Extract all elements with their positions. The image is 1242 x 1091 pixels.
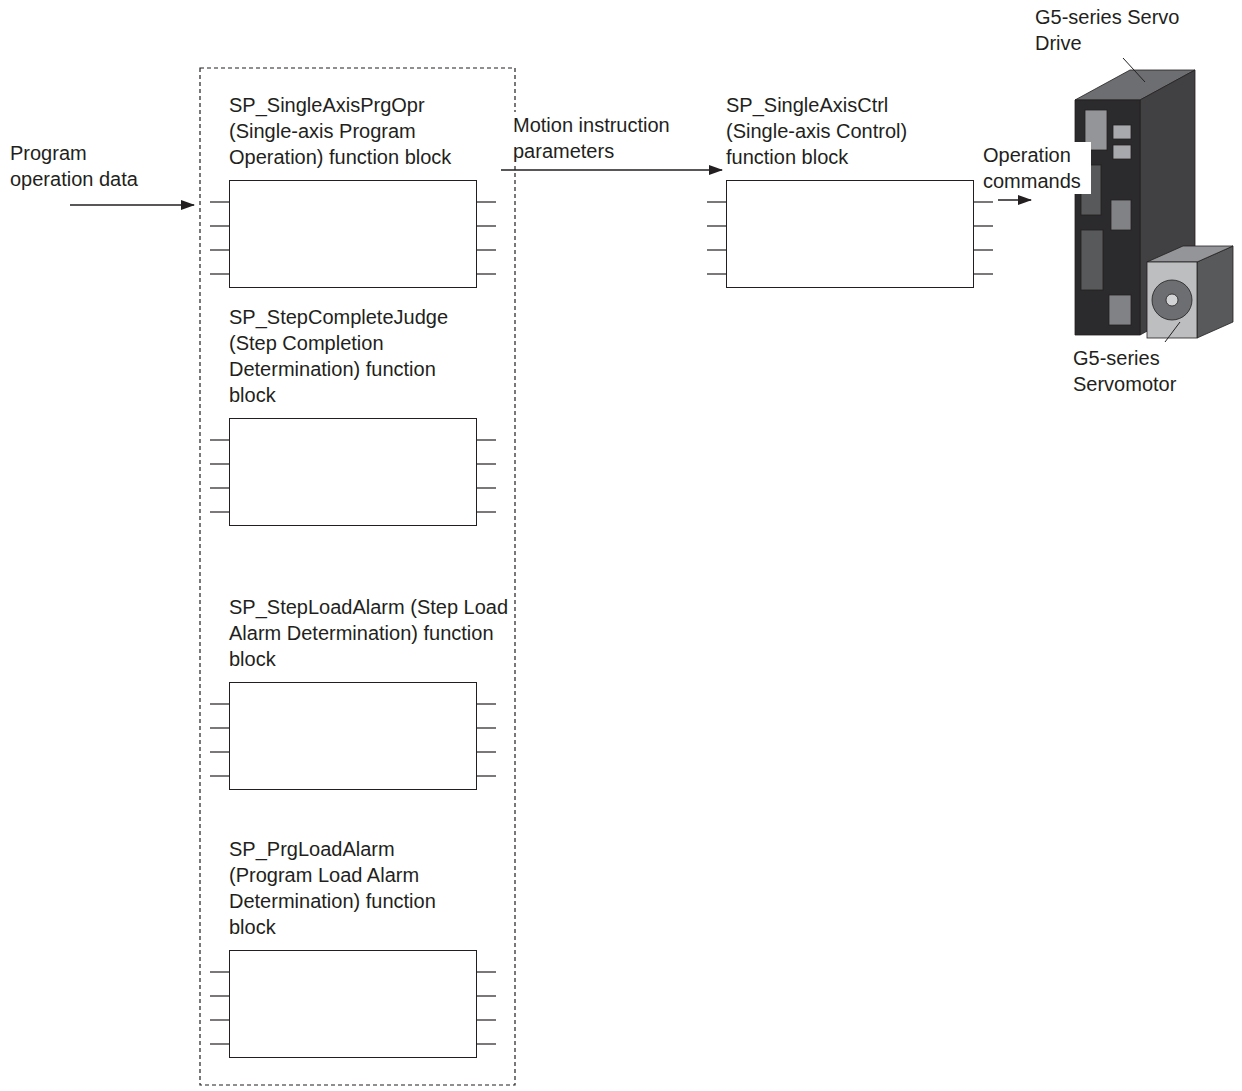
motor-flange bbox=[1147, 262, 1197, 338]
block-heading: SP_SingleAxisCtrl (Single-axis Control) … bbox=[726, 92, 956, 170]
pin-lines bbox=[208, 418, 500, 526]
block-outline bbox=[229, 682, 477, 790]
connector-arrow bbox=[501, 169, 722, 170]
drive-connector bbox=[1111, 200, 1131, 230]
input-pin bbox=[210, 439, 230, 440]
input-arrow bbox=[70, 204, 194, 205]
output-pin bbox=[476, 511, 496, 512]
input-pin bbox=[210, 703, 230, 704]
input-pin bbox=[210, 751, 230, 752]
servo-drawing bbox=[1035, 0, 1240, 400]
function-block: SP_StepCompleteJudge (Step Completion De… bbox=[229, 304, 479, 526]
input-pin bbox=[210, 463, 230, 464]
block-outline bbox=[726, 180, 974, 288]
drive-connector bbox=[1109, 295, 1131, 325]
output-pin bbox=[476, 249, 496, 250]
output-pin bbox=[973, 273, 993, 274]
output-pin bbox=[476, 463, 496, 464]
leader-line bbox=[1165, 322, 1180, 342]
pin-lines bbox=[208, 180, 500, 288]
pin-lines bbox=[208, 682, 500, 790]
output-pin bbox=[476, 995, 496, 996]
input-pin bbox=[210, 273, 230, 274]
block-outline bbox=[229, 950, 477, 1058]
function-block: SP_StepLoadAlarm (Step Load Alarm Determ… bbox=[229, 594, 509, 790]
edge-label: Motion instruction parameters bbox=[513, 112, 713, 164]
output-pin bbox=[476, 273, 496, 274]
output-pin bbox=[476, 751, 496, 752]
output-pin bbox=[476, 703, 496, 704]
output-pin bbox=[476, 1019, 496, 1020]
output-pin bbox=[476, 775, 496, 776]
block-heading: SP_PrgLoadAlarm (Program Load Alarm Dete… bbox=[229, 836, 459, 940]
output-pin bbox=[476, 727, 496, 728]
drive-port bbox=[1113, 125, 1131, 139]
input-pin bbox=[210, 201, 230, 202]
pin-lines bbox=[208, 950, 500, 1058]
input-pin bbox=[210, 995, 230, 996]
motor-top bbox=[1147, 246, 1233, 262]
drive-connector bbox=[1081, 230, 1103, 290]
output-pin bbox=[476, 487, 496, 488]
leader-line bbox=[1123, 58, 1145, 82]
input-pin bbox=[210, 1043, 230, 1044]
function-block: SP_SingleAxisCtrl (Single-axis Control) … bbox=[726, 92, 974, 288]
block-outline bbox=[229, 418, 477, 526]
drive-connector bbox=[1081, 165, 1101, 215]
output-pin bbox=[973, 225, 993, 226]
output-pin bbox=[476, 225, 496, 226]
block-heading: SP_SingleAxisPrgOpr (Single-axis Program… bbox=[229, 92, 489, 170]
input-pin bbox=[210, 511, 230, 512]
input-pin bbox=[210, 225, 230, 226]
block-outline bbox=[229, 180, 477, 288]
block-heading: SP_StepLoadAlarm (Step Load Alarm Determ… bbox=[229, 594, 509, 672]
motor-face bbox=[1152, 280, 1192, 320]
edge-layer bbox=[501, 170, 1031, 200]
output-pin bbox=[476, 201, 496, 202]
pin-lines bbox=[705, 180, 997, 288]
output-pin bbox=[973, 249, 993, 250]
output-pin bbox=[476, 439, 496, 440]
connector-arrow bbox=[998, 199, 1031, 200]
servo-illustration: G5-series Servo DriveG5-series Servomoto… bbox=[1035, 0, 1240, 400]
input-label: Program operation data bbox=[10, 140, 170, 192]
input-pin bbox=[707, 249, 727, 250]
output-pin bbox=[476, 971, 496, 972]
output-pin bbox=[476, 1043, 496, 1044]
input-pin bbox=[210, 775, 230, 776]
part-label: G5-series Servomotor bbox=[1073, 345, 1185, 397]
output-pin bbox=[973, 201, 993, 202]
group-outline bbox=[200, 68, 515, 1085]
block-heading: SP_StepCompleteJudge (Step Completion De… bbox=[229, 304, 479, 408]
input-pin bbox=[210, 487, 230, 488]
input-pin bbox=[707, 201, 727, 202]
part-label: G5-series Servo Drive bbox=[1035, 4, 1185, 56]
function-block: SP_SingleAxisPrgOpr (Single-axis Program… bbox=[229, 92, 489, 288]
drive-port bbox=[1113, 145, 1131, 159]
input-pin bbox=[210, 727, 230, 728]
input-pin bbox=[210, 971, 230, 972]
input-pin bbox=[210, 1019, 230, 1020]
drive-front-face bbox=[1075, 100, 1140, 335]
motor-shaft bbox=[1166, 294, 1178, 306]
input-pin bbox=[707, 273, 727, 274]
drive-display bbox=[1085, 110, 1107, 150]
input-pin bbox=[210, 249, 230, 250]
function-block: SP_PrgLoadAlarm (Program Load Alarm Dete… bbox=[229, 836, 477, 1058]
input-pin bbox=[707, 225, 727, 226]
